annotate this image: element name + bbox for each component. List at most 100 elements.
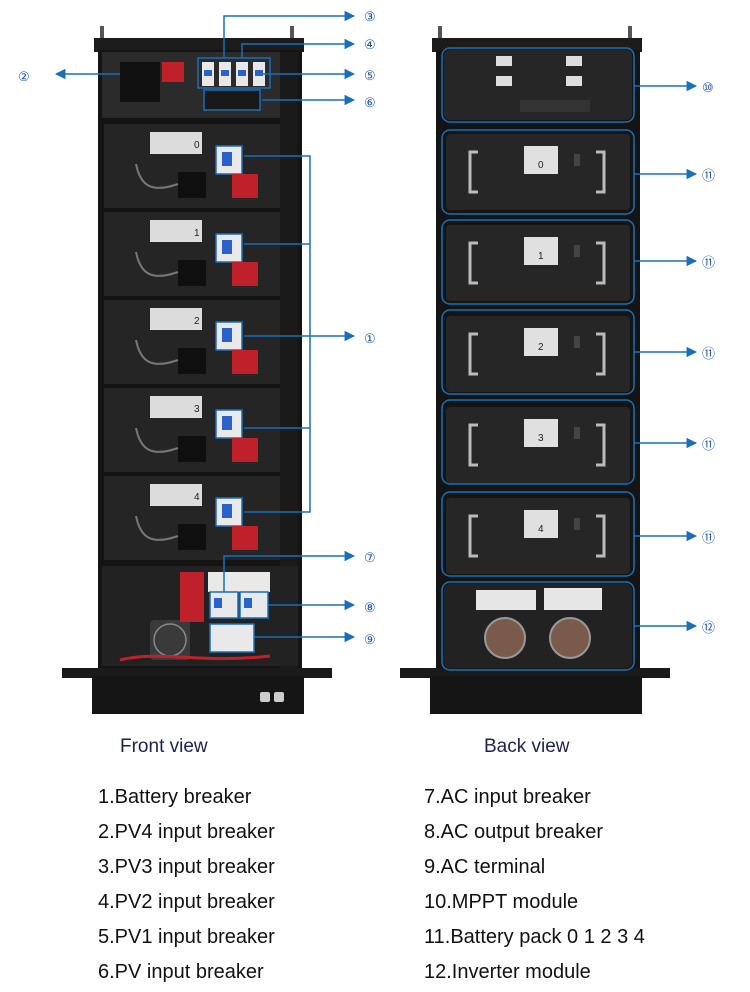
front-view-title: Front view <box>120 736 208 757</box>
front-module-number: 4 <box>194 492 200 503</box>
handle-right <box>596 514 606 558</box>
pv-terminal-red <box>162 62 184 82</box>
handle-left <box>468 150 478 194</box>
callout-9: ⑨ <box>364 633 376 648</box>
front-cabinet: 0 1 2 3 4 <box>62 26 332 714</box>
positive-terminal <box>232 174 258 198</box>
negative-terminal <box>178 172 206 198</box>
negative-terminal <box>178 348 206 374</box>
handle-right <box>596 150 606 194</box>
ac-terminal-red <box>180 572 204 622</box>
legend-item: 4.PV2 input breaker <box>98 891 275 913</box>
front-callout-numbers: ③ ④ ② ⑤ ⑥ ① ⑦ ⑧ ⑨ <box>18 10 376 648</box>
pv-breaker-highlight <box>197 57 271 89</box>
negative-terminal <box>178 260 206 286</box>
front-battery-module: 2 <box>104 300 280 384</box>
front-fan <box>150 620 190 660</box>
front-module-number: 0 <box>194 140 200 151</box>
callout-12: ⑫ <box>702 621 715 636</box>
back-module-number: 2 <box>538 342 544 353</box>
callout-1: ① <box>364 332 376 347</box>
handle-right <box>596 332 606 376</box>
legend-item: 7.AC input breaker <box>424 786 591 808</box>
legend-item: 8.AC output breaker <box>424 821 603 843</box>
cabinet-diagram: 0 1 2 3 4 <box>18 10 715 714</box>
front-module-number: 1 <box>194 228 200 239</box>
legend-item: 5.PV1 input breaker <box>98 926 275 948</box>
callout-6: ⑥ <box>364 96 376 111</box>
back-module-number: 0 <box>538 160 544 171</box>
positive-terminal <box>232 526 258 550</box>
back-module-number: 4 <box>538 524 544 535</box>
callout-11-b: ⑪ <box>702 256 715 271</box>
callout-2: ② <box>18 70 30 85</box>
handle-left <box>468 332 478 376</box>
back-battery-module: 2 <box>446 316 630 392</box>
callout-11-a: ⑪ <box>702 169 715 184</box>
front-battery-module: 0 <box>104 124 280 208</box>
negative-terminal <box>178 524 206 550</box>
back-battery-module: 3 <box>446 407 630 483</box>
handle-left <box>468 514 478 558</box>
legend-item: 6.PV input breaker <box>98 961 264 983</box>
legend-right: 7.AC input breaker 8.AC output breaker 9… <box>424 780 750 990</box>
back-cabinet: 0 1 2 3 4 <box>400 26 670 714</box>
callout-11-c: ⑪ <box>702 347 715 362</box>
back-module-number: 3 <box>538 433 544 444</box>
positive-terminal <box>232 262 258 286</box>
back-fan-right <box>549 617 591 659</box>
positive-terminal <box>232 438 258 462</box>
back-plinth <box>430 676 642 714</box>
front-side-rail <box>280 52 298 692</box>
back-view-title: Back view <box>484 736 570 757</box>
front-battery-modules: 0 1 2 3 4 <box>104 124 280 560</box>
callout-5: ⑤ <box>364 69 376 84</box>
handle-left <box>468 241 478 285</box>
front-cabinet-top <box>94 38 304 52</box>
callout-10: ⑩ <box>702 81 714 96</box>
front-warning-label <box>208 572 270 592</box>
back-callouts <box>441 47 698 671</box>
handle-left <box>468 423 478 467</box>
callout-3: ③ <box>364 10 376 25</box>
legend-item: 3.PV3 input breaker <box>98 856 275 878</box>
callout-4: ④ <box>364 38 376 53</box>
front-battery-module: 1 <box>104 212 280 296</box>
front-lift-hook-left <box>100 26 104 38</box>
legend-item: 9.AC terminal <box>424 856 546 878</box>
legend-item: 10.MPPT module <box>424 891 579 913</box>
back-fan-left <box>484 617 526 659</box>
front-base-flange <box>62 668 332 678</box>
back-battery-module: 1 <box>446 225 630 301</box>
callout-8: ⑧ <box>364 601 376 616</box>
back-battery-module: 4 <box>446 498 630 574</box>
callout-7: ⑦ <box>364 551 376 566</box>
callout-11-d: ⑪ <box>702 438 715 453</box>
legend-item: 1.Battery breaker <box>98 786 252 808</box>
legend-left: 1.Battery breaker 2.PV4 input breaker 3.… <box>98 780 428 990</box>
front-pv-connector <box>120 62 160 102</box>
front-battery-module: 3 <box>104 388 280 472</box>
handle-right <box>596 423 606 467</box>
back-battery-modules: 0 1 2 3 4 <box>446 134 630 574</box>
handle-right <box>596 241 606 285</box>
ac-terminal-label <box>209 623 255 653</box>
back-battery-module: 0 <box>446 134 630 210</box>
front-module-number: 3 <box>194 404 200 415</box>
callout-11-e: ⑪ <box>702 531 715 546</box>
front-lift-hook-right <box>290 26 294 38</box>
battery-breaker <box>215 409 243 439</box>
front-module-number: 2 <box>194 316 200 327</box>
front-battery-module: 4 <box>104 476 280 560</box>
back-inverter-module <box>444 584 632 668</box>
back-module-number: 1 <box>538 251 544 262</box>
pv-input-breaker-box <box>203 89 261 111</box>
legend-item: 11.Battery pack 0 1 2 3 4 <box>424 926 645 948</box>
front-callouts <box>54 10 356 643</box>
legend-item: 2.PV4 input breaker <box>98 821 275 843</box>
front-plinth <box>92 676 304 714</box>
positive-terminal <box>232 350 258 374</box>
negative-terminal <box>178 436 206 462</box>
back-callout-numbers: ⑩ ⑪ ⑪ ⑪ ⑪ ⑪ ⑫ <box>702 81 715 636</box>
ac-cable <box>119 654 271 662</box>
